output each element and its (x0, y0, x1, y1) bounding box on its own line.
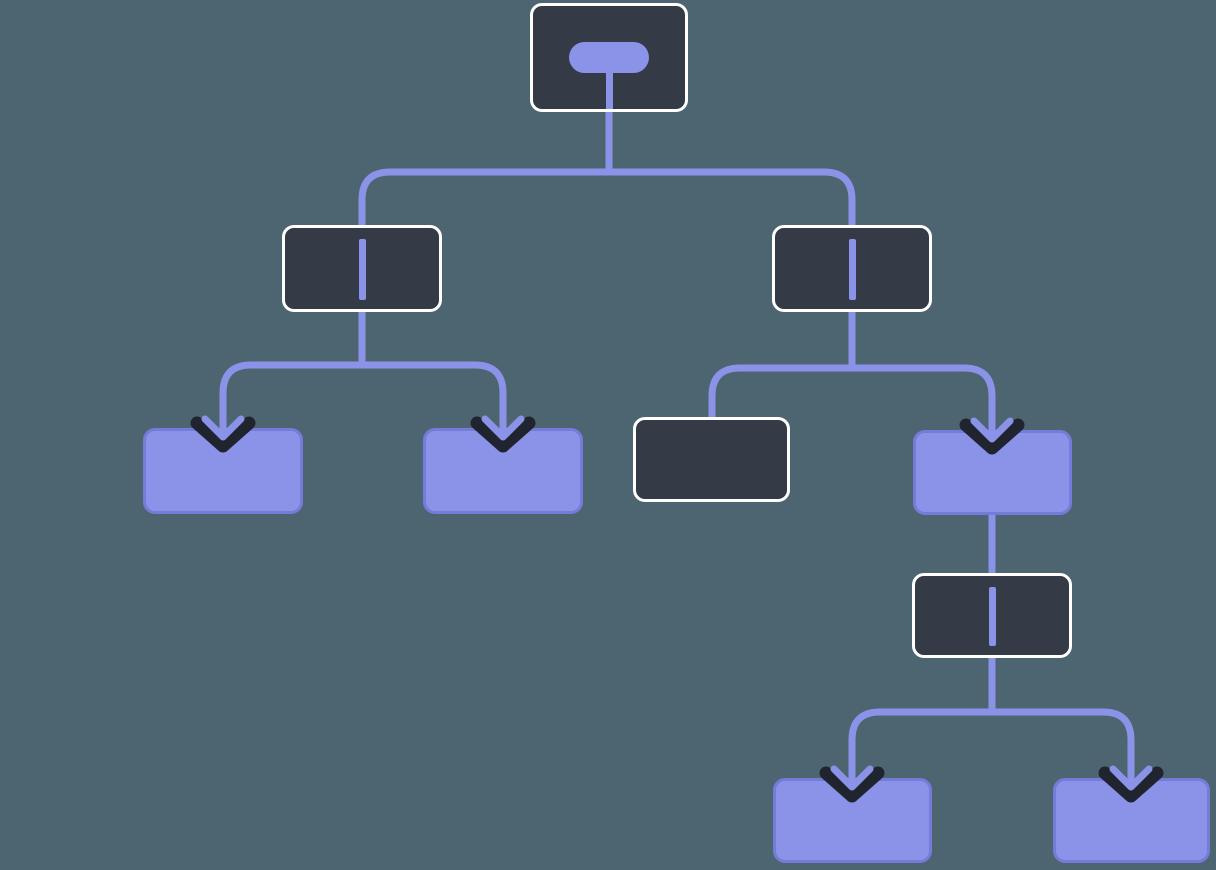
edge-level2-split (358, 168, 856, 226)
tree-node-plain-dark[interactable] (633, 417, 790, 502)
pill-icon (569, 42, 649, 73)
tree-node-leaf-5[interactable] (1053, 778, 1210, 863)
tree-node-root[interactable] (530, 3, 688, 112)
edge-level3-right-split (708, 364, 996, 418)
tree-node-branch-lower[interactable] (912, 573, 1072, 658)
vertical-line-icon (848, 239, 856, 300)
tree-node-branch-left[interactable] (282, 225, 442, 312)
tree-node-leaf-3[interactable] (913, 430, 1072, 515)
vertical-line-icon (988, 587, 996, 646)
edge-level4-split (848, 708, 1135, 762)
tree-node-leaf-4[interactable] (773, 778, 932, 863)
tree-node-leaf-2[interactable] (423, 428, 583, 514)
tree-node-leaf-1[interactable] (143, 428, 303, 514)
pill-stem-icon (605, 70, 613, 109)
tree-node-branch-right[interactable] (772, 225, 932, 312)
edge-level3-left-split (219, 361, 507, 412)
vertical-line-icon (358, 239, 366, 300)
